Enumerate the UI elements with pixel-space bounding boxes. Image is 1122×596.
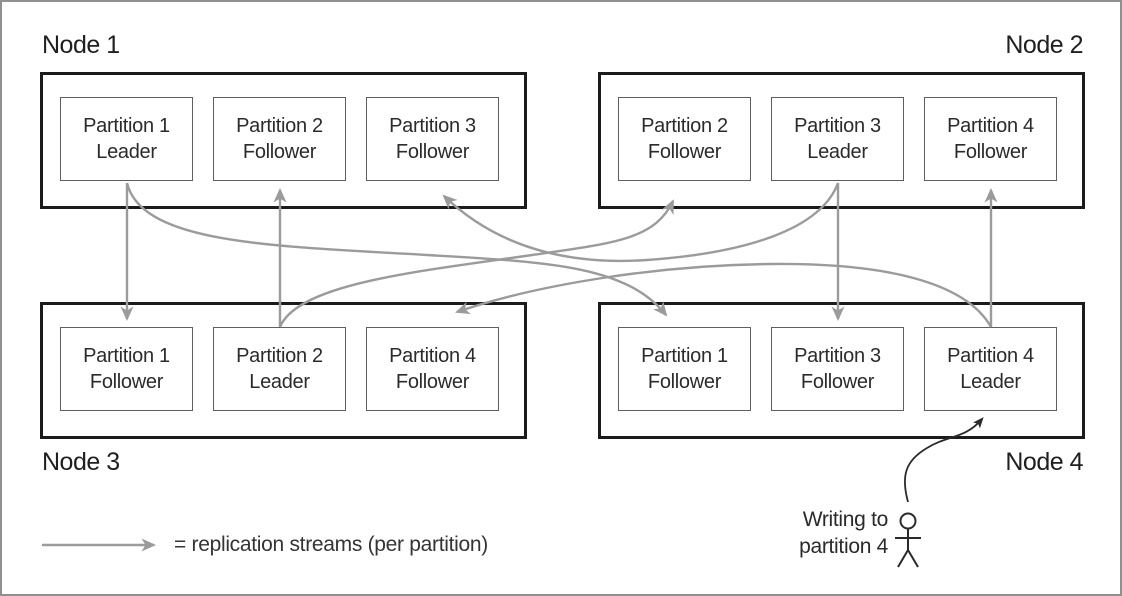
partition-role: Follower (953, 141, 1028, 163)
partition-role: Leader (249, 371, 310, 393)
node-2-box: Partition 2 Follower Partition 3 Leader … (598, 72, 1085, 209)
partition-name: Partition 1 (641, 345, 728, 367)
node-2-label: Node 2 (1005, 31, 1083, 59)
partition-name: Partition 2 (236, 345, 323, 367)
partition-role: Follower (800, 371, 875, 393)
partition-name: Partition 2 (641, 115, 728, 137)
partition-box-p3-follower: Partition 3 Follower (771, 327, 904, 411)
partition-box-p1-follower: Partition 1 Follower (618, 327, 751, 411)
partition-role: Leader (960, 371, 1021, 393)
partition-name: Partition 3 (794, 115, 881, 137)
partition-name: Partition 4 (389, 345, 476, 367)
partition-role: Follower (89, 371, 164, 393)
partition-box-p3-follower: Partition 3 Follower (366, 97, 499, 181)
partition-name: Partition 4 (947, 115, 1034, 137)
partition-role: Follower (395, 141, 470, 163)
partition-box-p4-follower: Partition 4 Follower (924, 97, 1057, 181)
node-1-box: Partition 1 Leader Partition 2 Follower … (40, 72, 527, 209)
partition-box-p2-follower: Partition 2 Follower (213, 97, 346, 181)
partition-box-p3-leader: Partition 3 Leader (771, 97, 904, 181)
partition-box-p2-leader: Partition 2 Leader (213, 327, 346, 411)
partition-name: Partition 3 (794, 345, 881, 367)
partition-box-p4-leader: Partition 4 Leader (924, 327, 1057, 411)
partition-box-p1-follower: Partition 1 Follower (60, 327, 193, 411)
node-3-label: Node 3 (42, 448, 120, 476)
partition-role: Follower (242, 141, 317, 163)
person-icon (895, 512, 921, 568)
partition-role: Follower (647, 371, 722, 393)
node-3-box: Partition 1 Follower Partition 2 Leader … (40, 302, 527, 439)
partition-box-p4-follower: Partition 4 Follower (366, 327, 499, 411)
partition-role: Leader (96, 141, 157, 163)
node-1-label: Node 1 (42, 31, 120, 59)
partition-role: Follower (395, 371, 470, 393)
partition-name: Partition 2 (236, 115, 323, 137)
node-4-label: Node 4 (1005, 448, 1083, 476)
partition-role: Follower (647, 141, 722, 163)
partition-box-p2-follower: Partition 2 Follower (618, 97, 751, 181)
partition-name: Partition 1 (83, 115, 170, 137)
writer-label: Writing to partition 4 (799, 508, 888, 558)
writer-group (895, 417, 984, 568)
partition-name: Partition 3 (389, 115, 476, 137)
partition-name: Partition 4 (947, 345, 1034, 367)
node-4-box: Partition 1 Follower Partition 3 Followe… (598, 302, 1085, 439)
partition-box-p1-leader: Partition 1 Leader (60, 97, 193, 181)
partition-name: Partition 1 (83, 345, 170, 367)
partition-role: Leader (807, 141, 868, 163)
legend-label: = replication streams (per partition) (174, 533, 488, 556)
